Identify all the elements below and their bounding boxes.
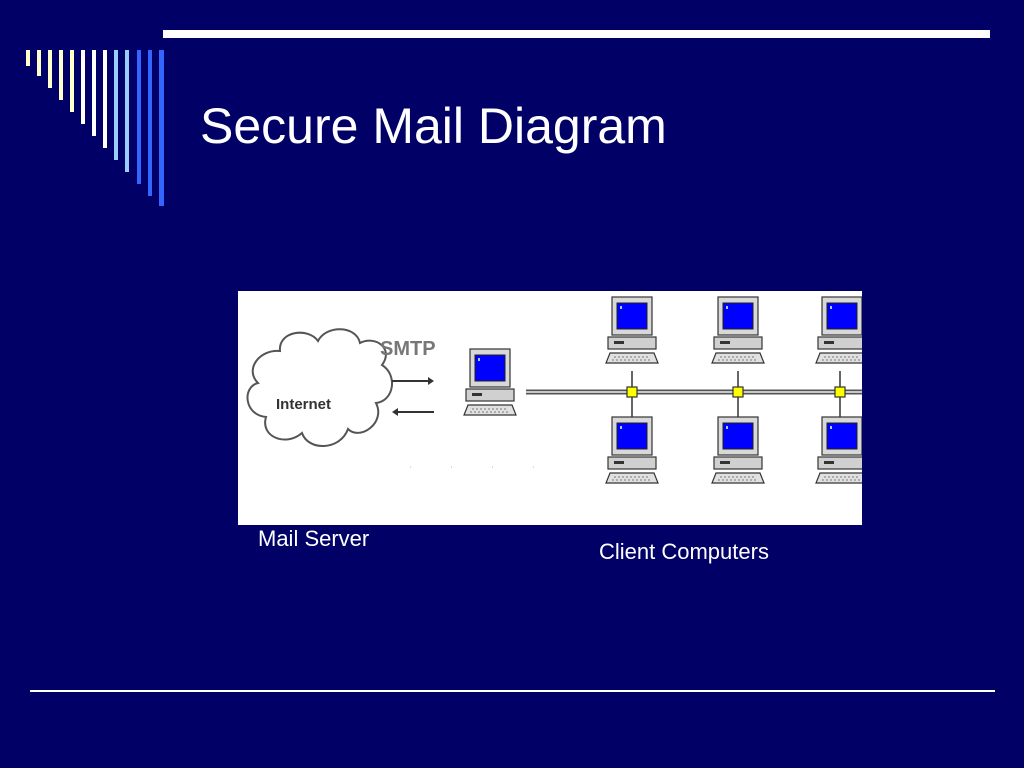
internet-label: Internet [276, 396, 331, 413]
client-computer-icon [605, 416, 659, 484]
smtp-label: SMTP [380, 338, 436, 360]
top-rule [163, 30, 990, 38]
mail-server-caption: Mail Server [258, 526, 370, 551]
slide-title: Secure Mail Diagram [200, 98, 667, 154]
client-computers-caption: Client Computers [599, 539, 769, 564]
network-connectors [626, 371, 846, 419]
client-computer-icon [815, 296, 862, 364]
client-computer-icon [711, 296, 765, 364]
bottom-rule [30, 690, 995, 692]
network-diagram: Internet SMTP [238, 291, 862, 525]
internet-cloud-icon [246, 328, 393, 447]
client-computer-icon [711, 416, 765, 484]
decorative-stripes [26, 50, 164, 206]
outgoing-arrow-icon [392, 377, 434, 385]
incoming-arrow-icon [392, 408, 434, 416]
client-computer-icon [815, 416, 862, 484]
client-computer-icon [605, 296, 659, 364]
mail-server-computer-icon [463, 348, 517, 416]
